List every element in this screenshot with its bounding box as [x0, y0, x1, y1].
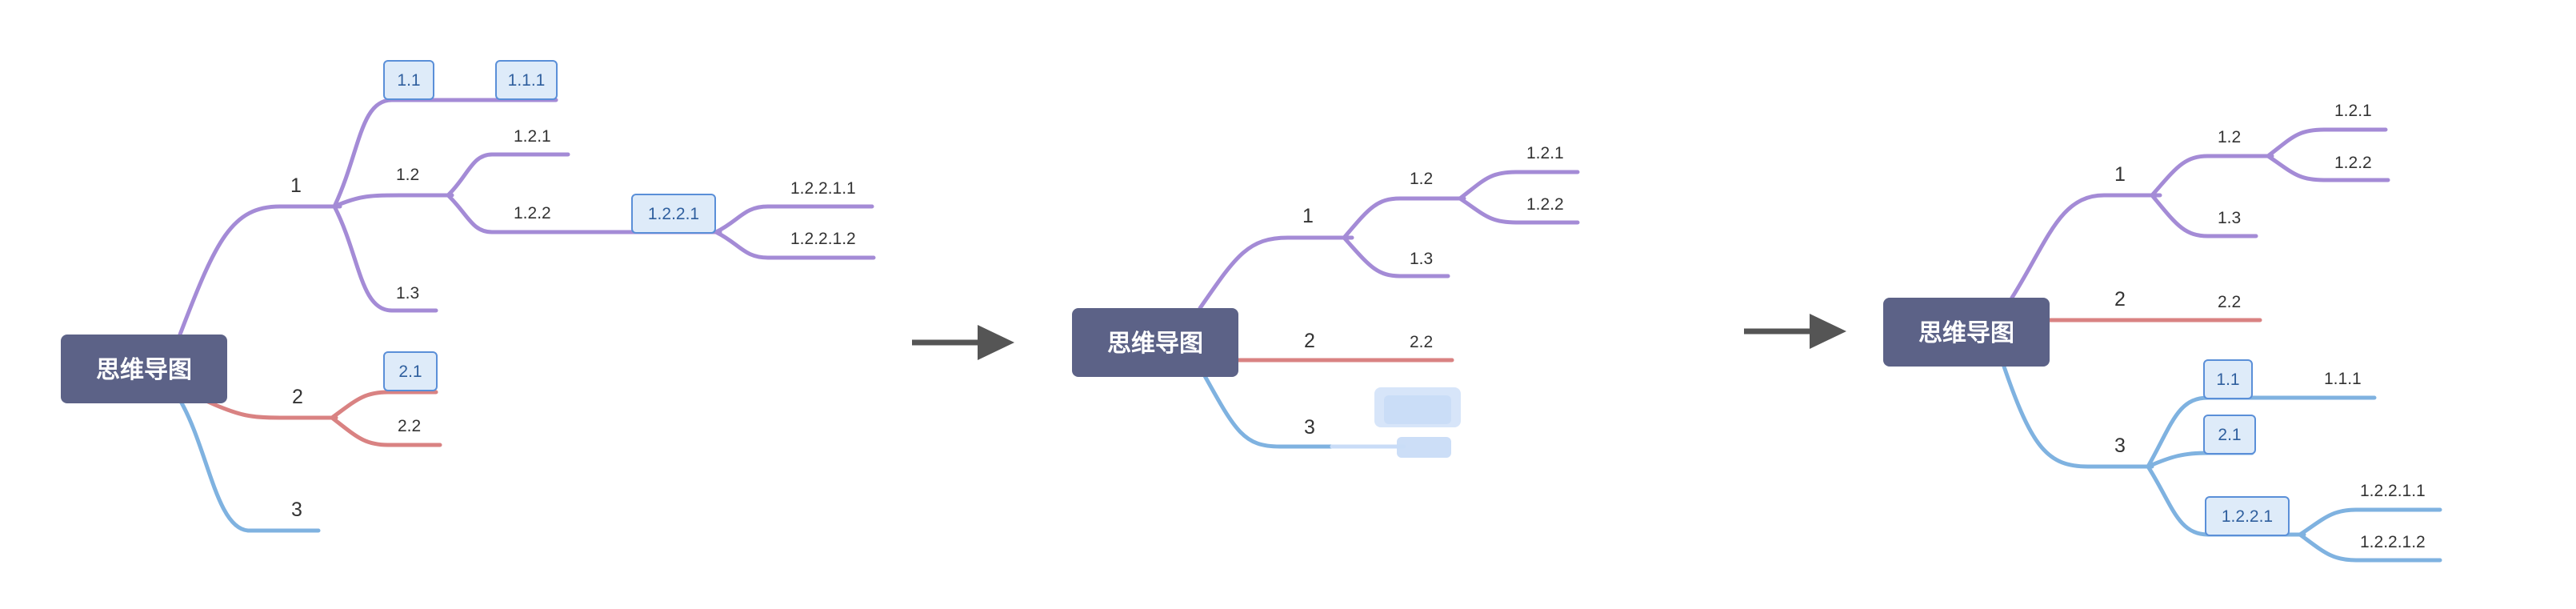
node-1-2[interactable]: 1.2: [2218, 128, 2241, 146]
connector-1-2-2: [2266, 154, 2390, 182]
connector-1-2-2: [446, 193, 722, 234]
drop-placeholder: [1397, 437, 1451, 458]
connector-branch-3: [178, 398, 321, 533]
connector-2-2: [330, 415, 442, 447]
node-1-1[interactable]: 1.1: [397, 71, 420, 90]
node-2-2[interactable]: 2.2: [2218, 293, 2241, 311]
node-2-1[interactable]: 2.1: [2218, 426, 2241, 444]
root-node-label: 思维导图: [1918, 319, 2014, 347]
connector-branch-2: [206, 399, 338, 420]
node-2-1-selected[interactable]: [2203, 415, 2256, 455]
connector-1-2-2-1-1: [714, 204, 874, 234]
connector-1-2: [2150, 154, 2274, 198]
node-1-2-1[interactable]: 1.2.1: [1526, 144, 1564, 162]
node-1-2-2-1-1[interactable]: 1.2.2.1.1: [2360, 482, 2426, 500]
connector-2-1: [2146, 451, 2254, 469]
connector-1-2-2-1-2: [2298, 532, 2442, 563]
connector-1-1: [332, 98, 558, 209]
node-1-1-selected[interactable]: [383, 60, 434, 100]
node-3[interactable]: 3: [1304, 416, 1315, 439]
node-3[interactable]: 3: [2114, 435, 2126, 457]
connector-1-3: [1342, 235, 1450, 278]
connector-1-2-2: [1458, 196, 1580, 225]
node-2-1-selected[interactable]: [383, 351, 438, 391]
connector-1-2: [1342, 196, 1466, 240]
connector-branch-1: [178, 204, 342, 337]
root-node[interactable]: [1883, 298, 2050, 367]
node-1-2-2-1-1[interactable]: 1.2.2.1.1: [790, 179, 856, 198]
node-1-2-2-1-2[interactable]: 1.2.2.1.2: [790, 230, 856, 248]
node-1-2-1[interactable]: 1.2.1: [514, 127, 551, 146]
connectors-dragging: [1198, 170, 1580, 449]
node-1-3[interactable]: 1.3: [2218, 209, 2241, 227]
node-2[interactable]: 2: [1304, 330, 1315, 352]
node-1-2-2[interactable]: 1.2.2: [1526, 195, 1564, 214]
mindmap-before: 思维导图 1 1.1 1.1.1 1.2 1.2.1 1.2.2 1.2.2.1…: [61, 60, 876, 533]
node-1[interactable]: 1: [2114, 163, 2126, 186]
node-2-1[interactable]: 2.1: [398, 363, 422, 381]
node-1-2-2[interactable]: 1.2.2: [514, 204, 551, 222]
mindmap-dragging: 思维导图 1 1.2 1.2.1 1.2.2 1.3 2 2.2 3: [1072, 144, 1580, 458]
mindmap-after: 思维导图 1 1.2 1.2.1 1.2.2 1.3 2 2.2 3 1.1 1…: [1883, 102, 2442, 563]
connector-1-2-2-1-2: [714, 230, 876, 260]
connector-1-1: [2146, 395, 2377, 469]
node-1-2[interactable]: 1.2: [396, 166, 419, 184]
node-1-3[interactable]: 1.3: [396, 284, 419, 302]
connector-1-2-2-1: [2146, 464, 2306, 537]
node-1-2-2-1-2[interactable]: 1.2.2.1.2: [2360, 533, 2426, 551]
connector-1-2-1: [446, 152, 570, 198]
connector-1-3: [332, 204, 438, 313]
connector-2-1: [330, 390, 438, 420]
drag-ghost-front: [1384, 395, 1451, 424]
connectors-after: [2002, 127, 2442, 563]
node-2-2[interactable]: 2.2: [398, 417, 421, 435]
drag-ghost[interactable]: [1374, 387, 1461, 458]
connector-1-2: [332, 193, 454, 209]
connector-1-2-1: [2266, 127, 2388, 158]
node-2[interactable]: 2: [2114, 288, 2126, 311]
node-1-1-1[interactable]: 1.1.1: [508, 71, 546, 90]
node-1-1-selected[interactable]: [2203, 359, 2253, 399]
node-1-2-2-1[interactable]: 1.2.2.1: [2222, 507, 2273, 526]
connector-branch-1: [1198, 235, 1354, 311]
connector-branch-1: [2010, 193, 2162, 300]
node-1-2-2-1[interactable]: 1.2.2.1: [648, 205, 699, 223]
node-1-2-2-1-selected[interactable]: [631, 194, 716, 234]
connector-1-2-1: [1458, 170, 1580, 201]
connectors-before: [178, 98, 876, 533]
connector-branch-3: [2002, 364, 2154, 469]
node-2-2[interactable]: 2.2: [1410, 333, 1433, 351]
node-1-1-1[interactable]: 1.1.1: [2324, 370, 2362, 388]
node-1-1[interactable]: 1.1: [2216, 371, 2239, 389]
node-1-1-1-selected[interactable]: [495, 60, 558, 100]
transition-arrow-2: [1744, 314, 1846, 349]
root-node[interactable]: [61, 335, 227, 403]
connector-branch-3: [1202, 372, 1334, 449]
node-1-2-2[interactable]: 1.2.2: [2334, 154, 2372, 172]
transition-arrow-1: [912, 325, 1014, 360]
node-1-3[interactable]: 1.3: [1410, 250, 1433, 268]
connector-1-2-2-1-1: [2298, 507, 2442, 537]
node-1[interactable]: 1: [290, 174, 302, 197]
node-2[interactable]: 2: [292, 386, 303, 408]
node-3[interactable]: 3: [291, 499, 302, 521]
root-node-label: 思维导图: [96, 356, 192, 384]
root-node[interactable]: [1072, 308, 1238, 377]
root-node-label: 思维导图: [1107, 330, 1203, 358]
node-1-2-1[interactable]: 1.2.1: [2334, 102, 2372, 120]
node-1-2[interactable]: 1.2: [1410, 170, 1433, 188]
node-1[interactable]: 1: [1302, 205, 1314, 227]
connector-1-3: [2150, 193, 2258, 238]
node-1-2-2-1-selected[interactable]: [2205, 496, 2290, 536]
